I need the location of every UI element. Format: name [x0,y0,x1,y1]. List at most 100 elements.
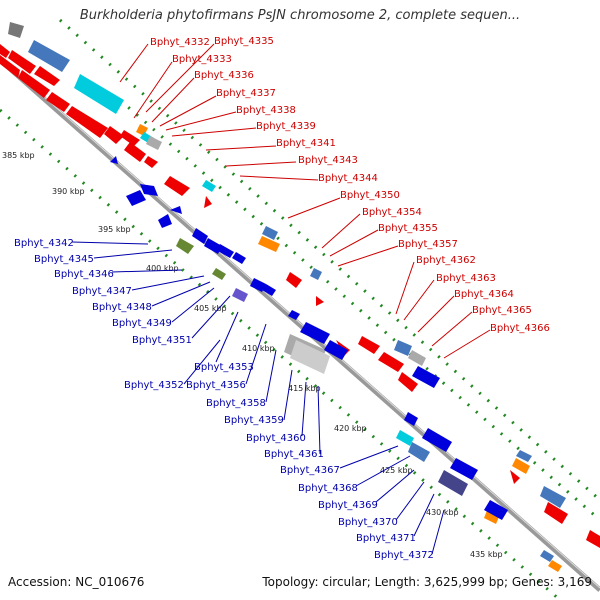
gene-label: Bphyt_4335 [214,36,274,47]
gene-label: Bphyt_4358 [206,398,266,409]
block-gray [408,350,426,366]
tick-label: 415 kbp [288,384,321,393]
gene-reverse [422,428,452,452]
leader-line [151,281,211,307]
block-purple [232,288,248,302]
gene-label: Bphyt_4372 [374,550,434,561]
leader-line [395,261,415,315]
gene-label: Bphyt_4349 [112,318,172,329]
gene-reverse [140,184,158,196]
reverse-genes [110,156,508,520]
gene-label: Bphyt_4361 [264,449,324,460]
gene-reverse [158,214,172,228]
gene-reverse [110,156,118,164]
gene-reverse [170,206,182,214]
gene-reverse [216,244,234,258]
leader-line [119,43,149,83]
gene-forward [0,44,10,58]
gene-label: Bphyt_4337 [216,88,276,99]
gene-label: Bphyt_4366 [490,323,550,334]
tick-label: 385 kbp [2,151,35,160]
block-steel [408,442,430,462]
leader-line [111,269,183,273]
gene-forward [544,502,568,524]
gene-forward [510,470,520,484]
gene-forward [358,336,380,354]
forward-genes [0,55,600,548]
leader-line [443,329,491,359]
gene-label: Bphyt_4362 [416,255,476,266]
leader-line [215,311,239,363]
gene-forward [586,530,600,548]
leader-line [417,295,455,333]
gene-label: Bphyt_4350 [340,190,400,201]
block-orange [512,458,530,474]
backbone-line [0,58,600,592]
gene-forward [124,142,146,162]
gene-reverse [262,284,276,296]
leader-line [145,43,215,113]
gene-reverse [232,252,246,264]
accession-label: Accession: NC_010676 [8,575,145,589]
block-olive [176,238,194,254]
gene-label: Bphyt_4352 [124,380,184,391]
leader-line [183,339,221,385]
block-steel [262,226,278,240]
gene-forward [286,272,302,288]
gene-label: Bphyt_4359 [224,415,284,426]
leader-line [151,77,195,123]
outer-dots-top [59,18,600,502]
gene-label: Bphyt_4356 [186,380,246,391]
leader-line [171,127,257,137]
gene-label: Bphyt_4347 [72,286,132,297]
leader-line [337,245,399,267]
leader-line [431,509,445,555]
gene-forward [34,66,60,86]
block-cyan [74,74,124,114]
leader-line [225,161,297,167]
gene-label: Bphyt_4365 [472,305,532,316]
gene-label: Bphyt_4353 [194,362,254,373]
gene-forward [120,130,140,146]
leader-line [413,493,435,537]
gene-reverse [484,500,508,520]
tick-label: 430 kbp [426,508,459,517]
backbone-highlight [0,57,600,589]
leader-line [375,469,415,503]
leader-line [205,145,277,151]
gene-label: Bphyt_4351 [132,335,192,346]
tick-label: 420 kbp [334,424,367,433]
gene-forward [46,92,70,112]
leader-line [165,111,237,131]
topology-label: Topology: circular; Length: 3,625,999 bp… [262,575,592,589]
leader-line [171,287,215,323]
block-cyan [396,430,414,446]
block-orange [258,236,280,252]
gene-label: Bphyt_4364 [454,289,514,300]
tick-labels: 385 kbp 390 kbp 395 kbp 400 kbp 405 kbp … [2,151,503,559]
block-olive [212,268,226,280]
top-gene-labels: Bphyt_4332 Bphyt_4335 Bphyt_4333 Bphyt_4… [119,36,550,359]
gene-label: Bphyt_4363 [436,273,496,284]
gene-label: Bphyt_4344 [318,173,378,184]
leader-line [329,229,379,257]
leader-line [431,311,473,347]
gene-reverse [324,340,348,360]
leader-line [403,279,435,321]
block-steel [28,40,70,72]
gene-label: Bphyt_4354 [362,207,422,218]
gene-label: Bphyt_4357 [398,239,458,250]
gene-label: Bphyt_4355 [378,223,438,234]
leader-line [239,175,319,181]
gene-label: Bphyt_4371 [356,533,416,544]
leader-line [317,385,321,455]
gene-label: Bphyt_4346 [54,269,114,280]
leader-line [191,295,231,339]
block-gray [8,22,24,38]
gene-label: Bphyt_4343 [298,155,358,166]
gene-label: Bphyt_4332 [150,37,210,48]
gene-reverse [250,278,266,292]
gene-label: Bphyt_4368 [298,483,358,494]
block-steel [540,550,554,562]
